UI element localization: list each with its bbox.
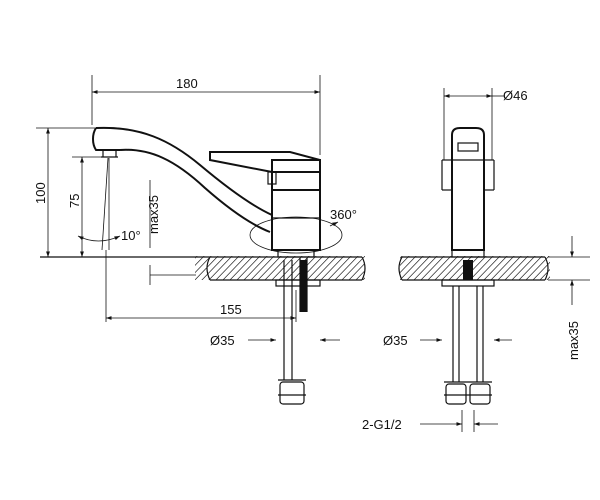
- hatch-line: [434, 256, 459, 280]
- side-view: 180 100 75 10° max35 360°: [33, 75, 401, 405]
- hatch-line: [441, 256, 466, 280]
- hatch-line: [400, 256, 417, 274]
- hatch-line: [165, 255, 191, 282]
- hatch-line: [348, 262, 365, 280]
- hatch-line: [552, 255, 578, 282]
- hatch-line: [257, 256, 282, 280]
- hatch-line: [413, 256, 438, 280]
- hatch-line: [566, 255, 592, 282]
- label-max35-left: max35: [146, 195, 161, 234]
- mounting-hoses-front: [441, 260, 495, 405]
- hatch-line: [201, 256, 226, 280]
- front-view: Ø46 Ø35 max35 2-G1/2: [362, 88, 599, 432]
- hatch-line: [518, 256, 543, 280]
- dimension-180: 180: [91, 75, 321, 155]
- label-max35-right: max35: [566, 321, 581, 360]
- countertop-right: [370, 255, 599, 282]
- faucet-body-front: [441, 127, 495, 258]
- hatch-line: [448, 256, 473, 280]
- label-g12: 2-G1/2: [362, 417, 402, 432]
- hatch-line: [532, 261, 550, 280]
- label-100: 100: [33, 182, 48, 204]
- hatch-line: [195, 256, 205, 266]
- hatch-line: [341, 256, 365, 280]
- hatch-line: [476, 256, 501, 280]
- dimension-max35-left: max35: [146, 180, 196, 285]
- hatch-line: [320, 256, 345, 280]
- dimension-75: 75: [67, 156, 102, 257]
- dimension-100: 100: [33, 127, 96, 257]
- hatch-line: [400, 256, 424, 280]
- hatch-line: [271, 256, 296, 280]
- hatch-line: [327, 256, 352, 280]
- label-360-degree: 360°: [330, 207, 357, 222]
- dimension-d46: Ø46: [443, 88, 528, 160]
- hatch-line: [250, 256, 275, 280]
- hatch-line: [368, 255, 394, 282]
- hatch-line: [483, 256, 508, 280]
- hatch-line: [504, 256, 529, 280]
- label-d35-right: Ø35: [383, 333, 408, 348]
- dimension-d35-right: Ø35: [383, 333, 512, 348]
- hatch-line: [427, 256, 452, 280]
- hatch-line: [208, 256, 233, 280]
- label-180: 180: [176, 76, 198, 91]
- hatch-line: [406, 256, 431, 280]
- dimension-g12: 2-G1/2: [362, 410, 498, 432]
- hatch-line: [497, 256, 522, 280]
- hatch-line: [285, 256, 310, 280]
- mounting-hoses-side: [275, 258, 321, 405]
- hatch-line: [573, 255, 599, 282]
- hatch-line: [195, 256, 219, 280]
- hatch-line: [306, 256, 331, 280]
- hatch-line: [355, 270, 365, 280]
- hatch-line: [215, 256, 240, 280]
- hatch-line: [559, 255, 585, 282]
- hatch-line: [264, 256, 289, 280]
- hatch-line: [195, 256, 212, 274]
- label-d35-left: Ø35: [210, 333, 235, 348]
- hatch-line: [370, 255, 396, 282]
- hatch-line: [400, 256, 410, 266]
- hatch-line: [195, 256, 198, 259]
- hatch-line: [222, 256, 247, 280]
- hatch-line: [525, 256, 550, 280]
- faucet-body-side: [209, 151, 343, 258]
- hatch-line: [490, 256, 515, 280]
- hatch-line: [243, 256, 268, 280]
- dimension-max35-right: max35: [566, 236, 581, 360]
- dimension-d35-left: Ø35: [210, 333, 340, 348]
- rotation-ellipse: [249, 216, 343, 254]
- dimension-155: 155: [105, 250, 297, 322]
- hatch-line: [420, 256, 445, 280]
- angle-10: 10°: [77, 157, 141, 251]
- hatch-line: [278, 256, 303, 280]
- hatch-line: [229, 256, 254, 280]
- hatch-line: [375, 255, 401, 282]
- spout: [92, 126, 273, 233]
- hatch-line: [313, 256, 338, 280]
- hatch-line: [546, 276, 550, 280]
- label-10-degree: 10°: [121, 228, 141, 243]
- hatch-line: [236, 256, 261, 280]
- hatch-line: [334, 256, 359, 280]
- label-d46: Ø46: [503, 88, 528, 103]
- countertop-left: [40, 255, 401, 282]
- hatch-line: [511, 256, 536, 280]
- hatch-line: [539, 269, 550, 280]
- label-75: 75: [67, 194, 82, 208]
- label-155: 155: [220, 302, 242, 317]
